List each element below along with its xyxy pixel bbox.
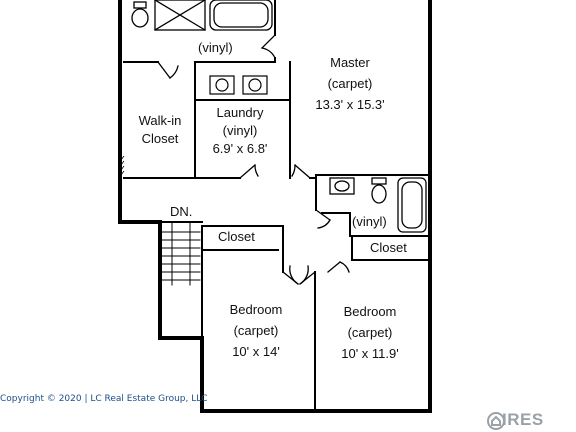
bedroom-left-label: Bedroom (carpet) 10' x 14' [216,299,296,362]
room-floor: (carpet) [233,323,279,338]
exterior-wall [118,0,432,413]
master-bath-fixtures [131,0,273,31]
ires-logo-mark [487,412,505,430]
stair-treads [161,221,201,286]
label-line: Closet [141,131,179,146]
laundry-fixtures [209,75,268,95]
ires-logo-word: IRES [502,410,544,429]
interior-walls [123,0,431,412]
door-swings [157,34,350,285]
closet-right-label: Closet [370,240,407,255]
room-size: 6.9' x 6.8' [212,141,268,156]
laundry-label: Laundry (vinyl) 6.9' x 6.8' [200,104,280,158]
hall-bath-floor: (vinyl) [352,214,387,229]
room-floor: (carpet) [327,76,373,91]
room-name: Bedroom [229,302,283,317]
room-floor: (carpet) [347,325,393,340]
closet-left-label: Closet [218,229,255,244]
room-size: 10' x 11.9' [341,346,399,361]
master-bath-floor: (vinyl) [198,40,233,55]
room-name: Bedroom [343,304,397,319]
bedroom-right-label: Bedroom (carpet) 10' x 11.9' [330,301,410,364]
room-name: Master [330,55,370,70]
master-bedroom-label: Master (carpet) 13.3' x 15.3' [308,52,392,115]
room-floor: (vinyl) [222,123,258,138]
room-size: 10' x 14' [232,344,280,359]
hall-bath-fixtures [329,177,427,233]
stairs-down-label: DN. [170,204,193,219]
room-name: Laundry [216,105,264,120]
room-size: 13.3' x 15.3' [315,97,385,112]
wall-hatch [120,155,125,176]
copyright-notice: Copyright © 2020 | LC Real Estate Group,… [0,394,208,404]
label-line: Walk-in [138,113,182,128]
walk-in-closet-label: Walk-in Closet [126,112,194,148]
ires-logo-text: IRES [484,410,544,430]
